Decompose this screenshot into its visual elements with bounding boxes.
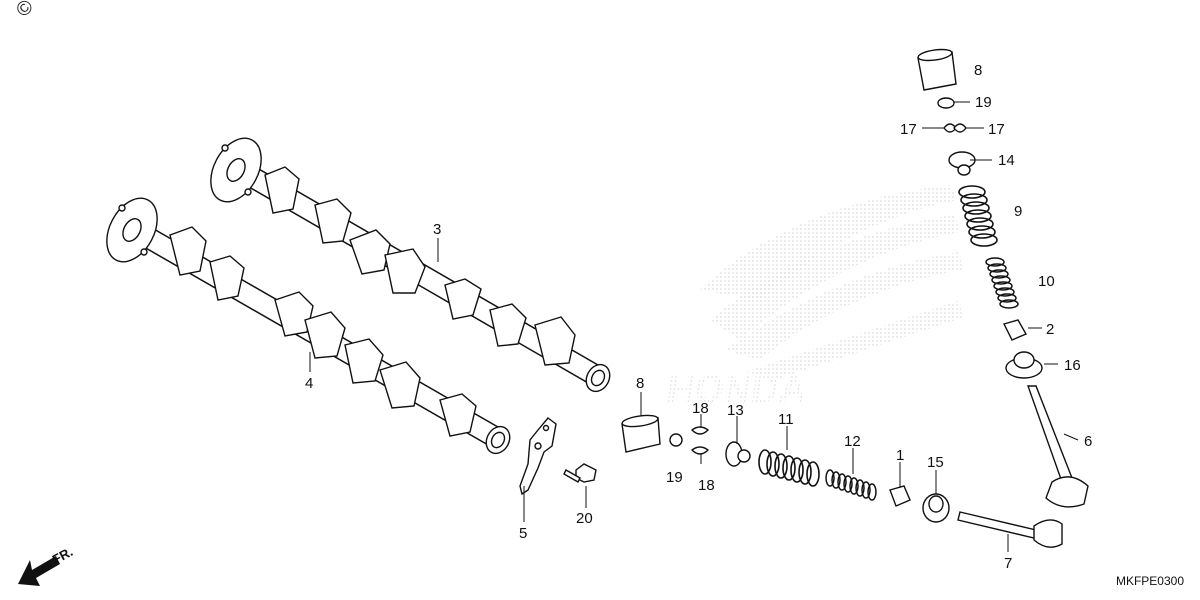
outer-valve-spring bbox=[758, 449, 820, 487]
callout-4: 4 bbox=[305, 375, 314, 392]
inner-valve-spring bbox=[825, 469, 877, 501]
callout-6: 6 bbox=[1084, 433, 1093, 450]
valve-stem-seal-upper bbox=[1002, 319, 1027, 341]
callout-15: 15 bbox=[927, 454, 944, 471]
spring-seat bbox=[922, 493, 950, 523]
bolt bbox=[563, 463, 597, 483]
outer-valve-spring-upper bbox=[958, 185, 998, 247]
callout-2: 2 bbox=[1046, 321, 1055, 338]
exhaust-valve bbox=[1027, 385, 1089, 508]
callout-5: 5 bbox=[519, 525, 528, 542]
callout-7: 7 bbox=[1004, 555, 1013, 572]
shim bbox=[669, 433, 683, 447]
callout-18-bottom: 18 bbox=[698, 477, 715, 494]
valve-lifter-upper bbox=[917, 48, 957, 91]
valve-lifter bbox=[621, 414, 661, 453]
callout-19-lower: 19 bbox=[666, 469, 683, 486]
callout-11: 11 bbox=[778, 411, 794, 428]
valve-cotters-upper bbox=[943, 123, 967, 133]
callout-10: 10 bbox=[1038, 273, 1055, 290]
callout-18-top: 18 bbox=[692, 400, 709, 417]
honda-wing-watermark: HONDA bbox=[664, 185, 962, 411]
callout-8-lower: 8 bbox=[636, 375, 645, 392]
callout-17-left: 17 bbox=[900, 121, 917, 138]
camshaft-lower bbox=[106, 197, 511, 455]
honda-watermark-text: HONDA bbox=[664, 368, 809, 411]
shim-upper bbox=[937, 97, 955, 109]
spring-retainer-upper bbox=[948, 151, 976, 176]
valve-stem-seal bbox=[889, 485, 911, 507]
camshaft-upper bbox=[210, 137, 611, 393]
callout-13: 13 bbox=[727, 402, 744, 419]
callout-9: 9 bbox=[1014, 203, 1023, 220]
front-direction-arrow bbox=[18, 556, 60, 586]
callout-12: 12 bbox=[844, 433, 861, 450]
callout-3: 3 bbox=[433, 221, 442, 238]
callout-17-right: 17 bbox=[988, 121, 1005, 138]
intake-valve bbox=[957, 511, 1063, 548]
callout-16: 16 bbox=[1064, 357, 1081, 374]
spring-seat-upper bbox=[1005, 351, 1043, 379]
diagram-code: MKFPE0300 bbox=[1115, 574, 1184, 588]
callout-19-upper: 19 bbox=[975, 94, 992, 111]
valve-cotters bbox=[690, 426, 710, 455]
inner-valve-spring-upper bbox=[985, 257, 1019, 309]
callout-1: 1 bbox=[896, 447, 905, 464]
leader-lines bbox=[309, 101, 1079, 552]
spring-retainer bbox=[725, 441, 751, 467]
callout-14: 14 bbox=[998, 152, 1015, 169]
callout-20: 20 bbox=[576, 510, 593, 527]
sensor-bracket bbox=[519, 417, 557, 496]
callout-8-upper: 8 bbox=[974, 62, 983, 79]
